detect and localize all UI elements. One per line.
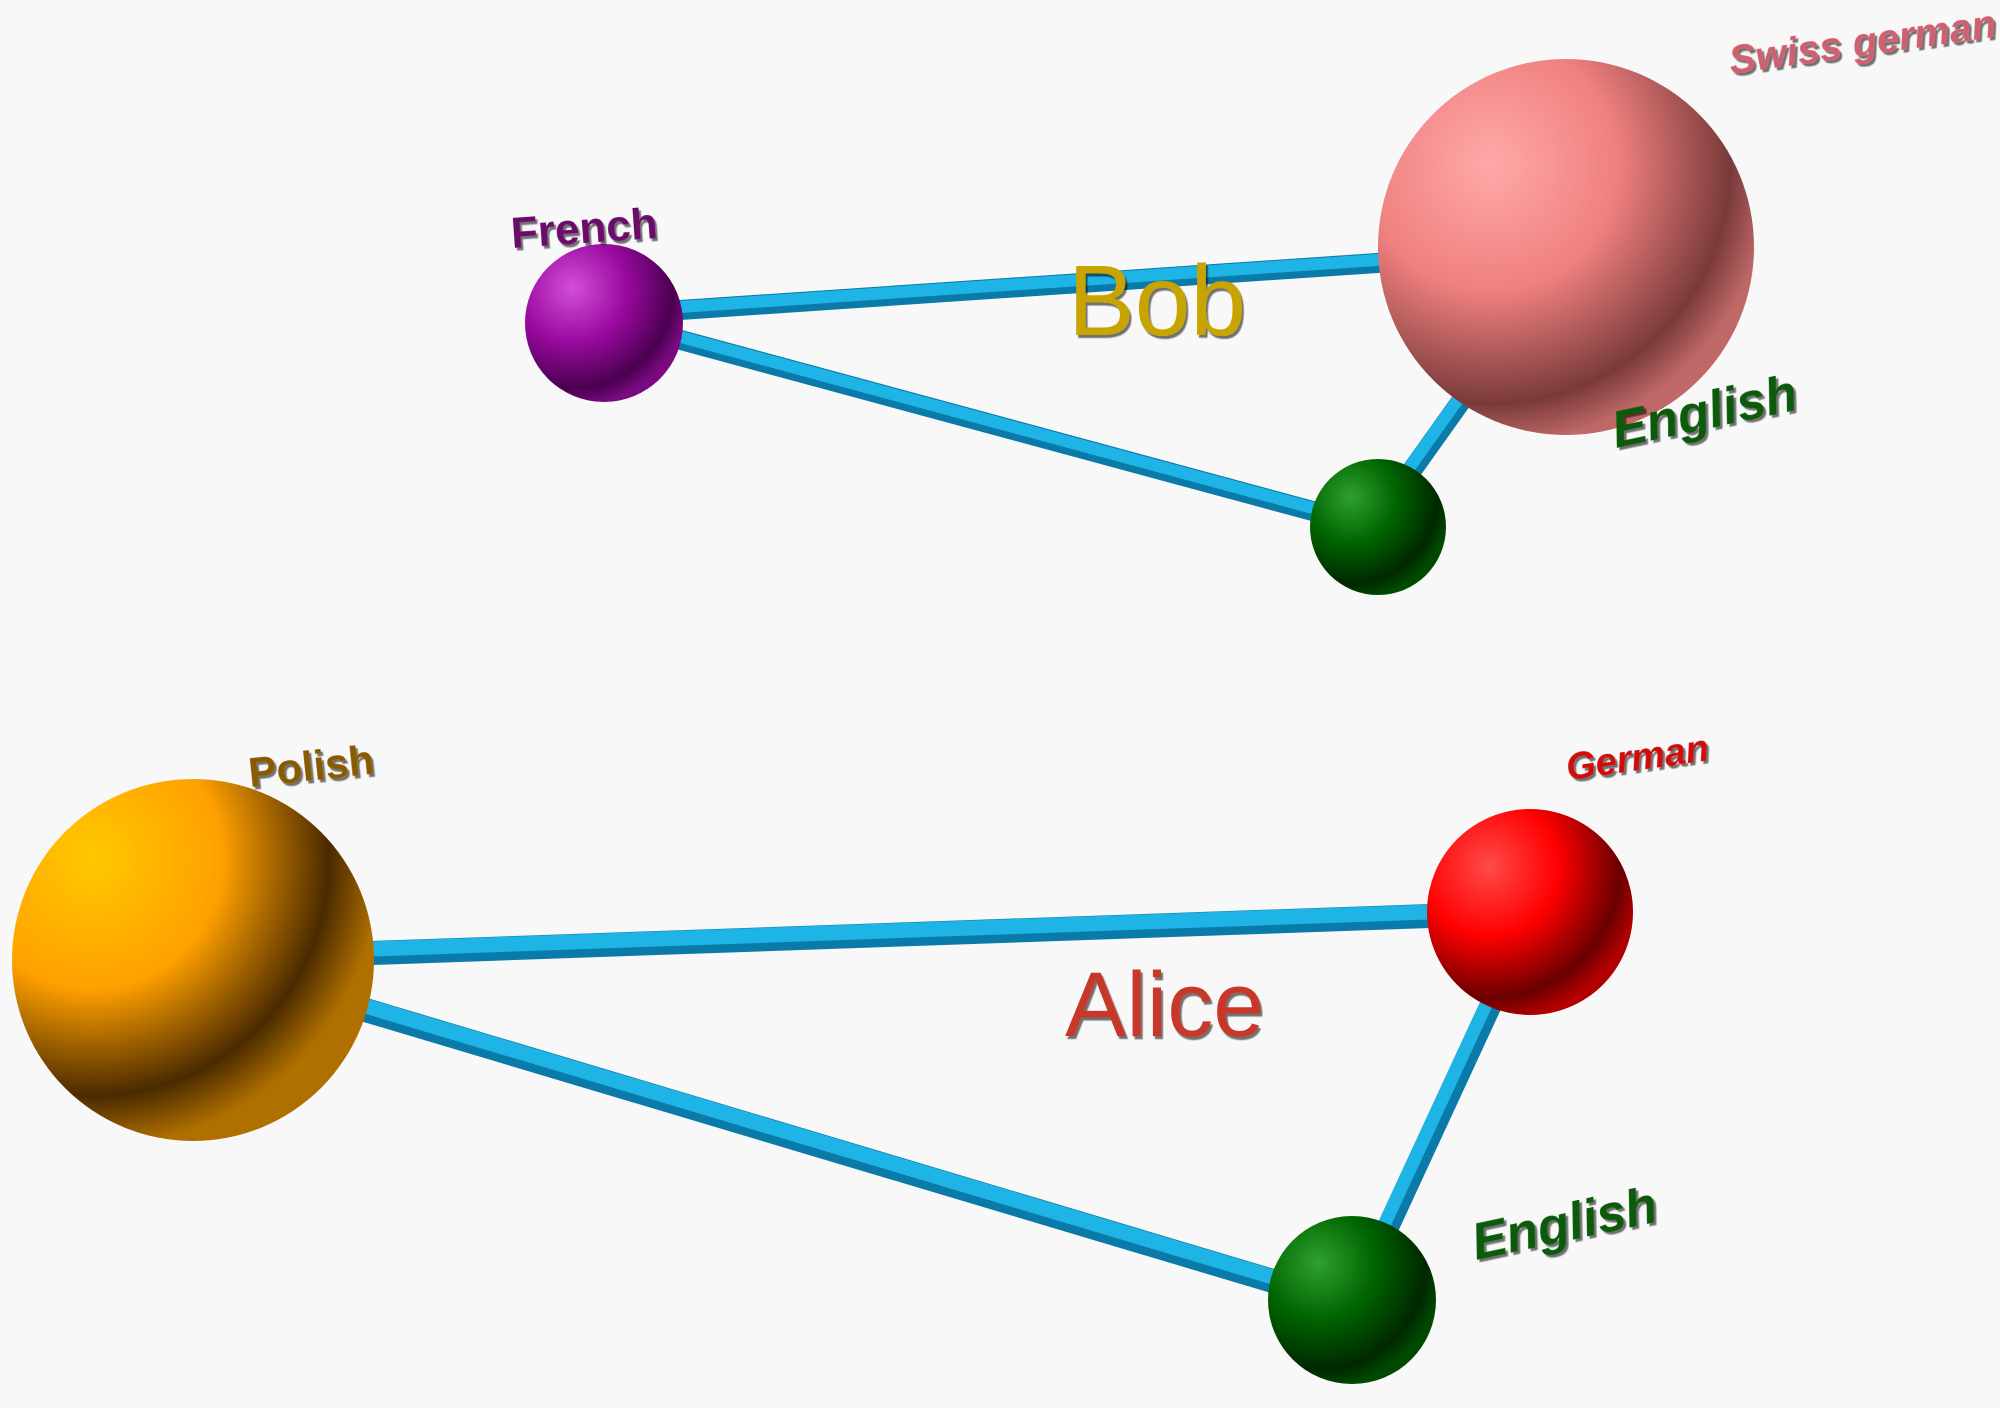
node-english-alice <box>1268 1216 1436 1384</box>
edge-french-english-bob <box>652 323 1323 523</box>
graph-bob: French Swiss german English Bob <box>509 2 1999 595</box>
label-polish: Polish <box>246 736 376 796</box>
label-french: French <box>509 199 659 258</box>
label-german: German <box>1563 727 1711 789</box>
edge-polish-english-alice <box>328 988 1280 1294</box>
graph-alice: Polish German English Alice <box>12 727 1711 1384</box>
node-french <box>525 244 683 402</box>
graph-name-alice: Alice <box>1065 954 1264 1056</box>
graph-name-bob: Bob <box>1068 245 1246 357</box>
edge-french-swiss-german <box>679 252 1393 320</box>
label-english-alice: English <box>1466 1176 1662 1272</box>
node-swiss-german <box>1378 59 1754 435</box>
node-german <box>1427 809 1633 1015</box>
edge-polish-german <box>371 904 1431 965</box>
label-swiss-german: Swiss german <box>1726 2 1999 83</box>
node-english-bob <box>1310 459 1446 595</box>
node-polish <box>12 779 374 1141</box>
